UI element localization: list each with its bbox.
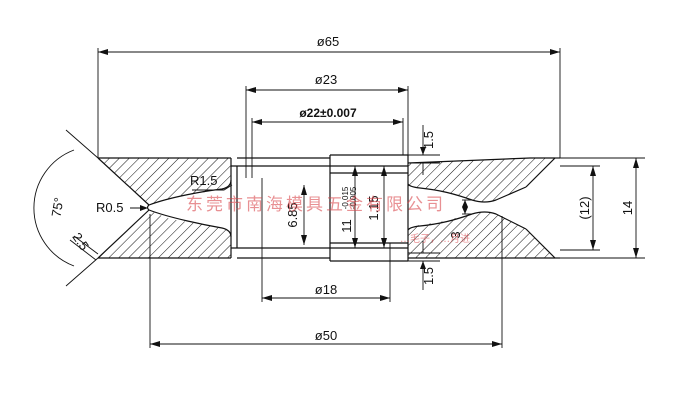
left-inner-lower — [148, 209, 232, 238]
arrow-h14-b — [633, 248, 639, 258]
watermark: 东莞市南海模具五金有限公司 …毛子，…月进 — [186, 195, 470, 245]
ext-a75-top — [65, 129, 99, 159]
right-groove-upper — [407, 183, 473, 201]
label-d18: ø18 — [315, 282, 337, 297]
arrow-h3-t — [462, 200, 468, 207]
label-h11-lower: -0.005 — [349, 186, 358, 209]
leader-r15 — [192, 184, 233, 191]
arrow-d23-r — [398, 87, 408, 93]
arrow-h14-t — [633, 158, 639, 168]
arrow-d50-r — [492, 341, 502, 347]
arrow-t15-top — [420, 147, 426, 155]
label-h12: (12) — [577, 196, 592, 219]
arrow-h11-b — [352, 238, 358, 248]
label-d65: ø65 — [317, 34, 339, 49]
label-h115: 1.15 — [366, 195, 381, 220]
left-v-upper — [97, 157, 150, 206]
arrow-d18-r — [380, 295, 390, 301]
right-v-upper-inner — [471, 186, 527, 203]
watermark-note: …毛子，…月进 — [400, 233, 470, 245]
label-t15-bottom: 1.5 — [421, 267, 436, 285]
arrow-d50-l — [150, 341, 160, 347]
label-d23: ø23 — [315, 72, 337, 87]
left-hatch-lower — [98, 210, 231, 258]
arrow-d65-r — [550, 49, 560, 55]
arrow-d65-l — [98, 49, 108, 55]
right-v-lower-inner — [471, 211, 527, 230]
label-h3: 3 — [448, 231, 463, 238]
label-r05: R0.5 — [96, 200, 123, 215]
arrow-r05 — [140, 205, 148, 211]
arrow-h12-b — [590, 240, 596, 250]
label-a75: 75° — [48, 196, 66, 218]
arrow-h12-t — [590, 166, 596, 176]
arrow-h3-b — [462, 207, 468, 214]
right-top-face — [407, 157, 555, 164]
label-r15: R1.5 — [190, 173, 217, 188]
arrow-d18-l — [262, 295, 272, 301]
arrow-d22-r — [393, 119, 403, 125]
arrow-h685-t — [301, 185, 307, 195]
label-h11-upper: -0.015 — [341, 186, 350, 209]
leader-a25 — [69, 239, 97, 261]
arrowheads — [98, 49, 639, 347]
arrow-d23-l — [246, 87, 256, 93]
arrow-t15-bottom — [420, 261, 426, 269]
right-hatch-upper — [408, 158, 555, 202]
arrow-h115-t — [381, 166, 387, 176]
arrow-h115-b — [381, 238, 387, 248]
dimension-labels: ø65 ø23 ø22±0.007 ø18 ø50 R1.5 R0.5 6.85… — [48, 34, 635, 343]
left-inner-upper — [148, 179, 232, 206]
label-a25: 2.5 — [69, 230, 92, 253]
label-h685: 6.85 — [285, 202, 300, 227]
right-v-lower-outer — [525, 228, 556, 259]
watermark-company: 东莞市南海模具五金有限公司 — [186, 195, 446, 215]
left-v-lower — [97, 209, 150, 259]
part-outline — [97, 154, 560, 262]
label-h14: 14 — [620, 201, 635, 215]
left-v-tip — [146, 204, 150, 211]
dimension-lines — [33, 48, 645, 348]
arrow-d22-l — [252, 119, 262, 125]
label-t15-top: 1.5 — [421, 131, 436, 149]
right-hatch-lower — [408, 212, 555, 258]
ext-a75-bottom — [65, 257, 99, 287]
label-h11: 11 — [339, 219, 354, 233]
leader-a25-b — [73, 235, 99, 255]
right-groove-lower — [407, 213, 473, 231]
arrow-h685-b — [301, 235, 307, 245]
label-d50: ø50 — [315, 328, 337, 343]
label-d22: ø22±0.007 — [299, 106, 357, 120]
arrow-h11-t — [352, 166, 358, 176]
arc-a75 — [33, 149, 75, 267]
right-v-upper-outer — [525, 157, 556, 188]
